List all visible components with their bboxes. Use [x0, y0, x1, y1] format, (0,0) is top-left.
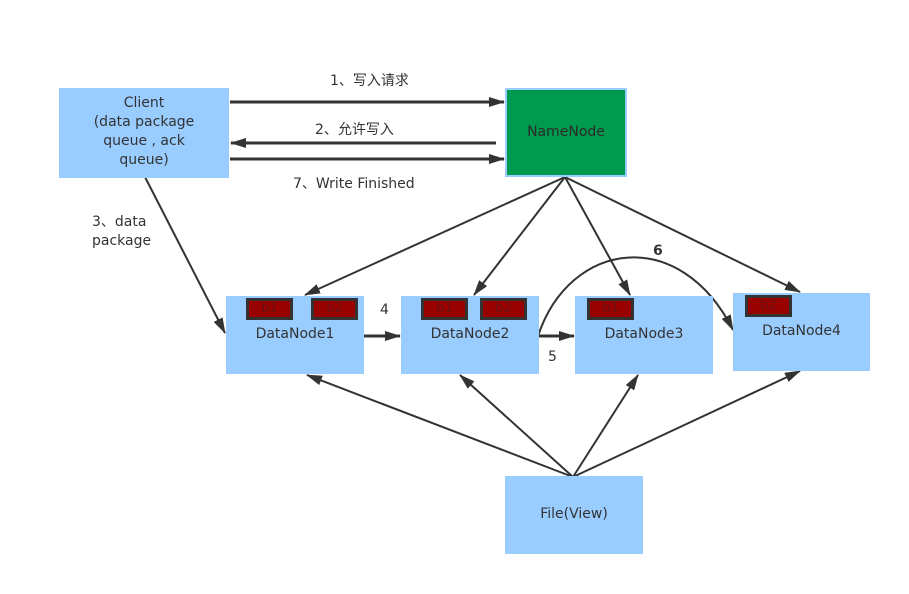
block-b1: b1 — [587, 298, 634, 320]
edge-file-dn3 — [572, 374, 639, 478]
block-b1: b1 — [246, 298, 293, 320]
datanode-2-label: DataNode2 — [430, 326, 510, 342]
namenode-node[interactable]: NameNode — [505, 88, 627, 177]
datanode-3-label: DataNode3 — [604, 326, 684, 342]
datanode-4-label: DataNode4 — [762, 323, 841, 339]
edge-label-step4: 4 — [380, 302, 389, 318]
datanode-3[interactable]: b1 DataNode3 — [575, 296, 713, 374]
block-b2: b2 — [745, 295, 792, 317]
datanode-4[interactable]: b2 DataNode4 — [733, 293, 870, 371]
edge-label-step1: 1、写入请求 — [330, 73, 409, 89]
edge-label-step7: 7、Write Finished — [293, 176, 415, 192]
edge-data-package — [144, 176, 226, 334]
block-b1: b1 — [421, 298, 468, 320]
file-view-label: File(View) — [540, 506, 608, 522]
datanode-1[interactable]: b1 b2 DataNode1 — [226, 296, 364, 374]
client-label: Client (data package queue , ack queue) — [93, 95, 195, 168]
client-node[interactable]: Client (data package queue , ack queue) — [59, 88, 229, 178]
edge-dn2-dn4-curve — [537, 256, 734, 337]
datanode-2[interactable]: b1 b2 DataNode2 — [401, 296, 539, 374]
edge-label-step6: 6 — [653, 243, 663, 259]
file-view-node[interactable]: File(View) — [505, 476, 643, 554]
edge-file-dn1 — [306, 374, 574, 478]
datanode-1-label: DataNode1 — [255, 326, 335, 342]
edge-file-dn2 — [459, 374, 574, 478]
edge-label-step2: 2、允许写入 — [315, 122, 394, 138]
edge-nn-dn3 — [564, 176, 631, 296]
edge-label-step5: 5 — [548, 349, 557, 365]
edge-nn-dn4 — [564, 176, 801, 293]
edge-label-step3: 3、data package — [92, 214, 152, 249]
edge-nn-dn2 — [473, 176, 566, 296]
edge-nn-dn1 — [304, 176, 566, 296]
edge-file-dn4 — [572, 370, 801, 478]
block-b2: b2 — [311, 298, 358, 320]
block-b2: b2 — [480, 298, 527, 320]
namenode-label: NameNode — [527, 124, 605, 140]
